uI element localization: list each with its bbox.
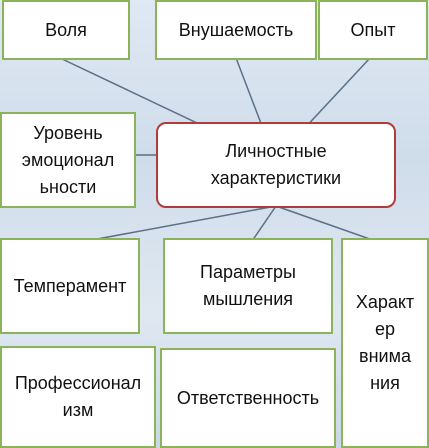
node-emotsionalnost: Уровень эмоционал ьности [0, 112, 136, 208]
node-label: Опыт [350, 19, 396, 40]
connector-line [249, 205, 277, 245]
node-professionalizm: Профессионал изм [0, 346, 156, 448]
connector-line [69, 205, 277, 245]
node-label: Ответственность [176, 387, 320, 408]
center-label: Личностные характеристики [210, 141, 342, 188]
node-temperament: Темперамент [0, 238, 140, 334]
node-label: Характ ер внима ния [355, 292, 415, 393]
node-parametry-myshleniya: Параметры мышления [163, 238, 333, 334]
node-label: Темперамент [13, 275, 127, 296]
node-label: Уровень эмоционал ьности [21, 122, 115, 197]
node-label: Воля [45, 19, 87, 40]
node-lichnostnye-harakteristiki: Личностные характеристики [156, 122, 396, 208]
node-label: Профессионал изм [14, 373, 142, 420]
node-vnushaemost: Внушаемость [155, 0, 317, 60]
connector-line [275, 205, 385, 245]
node-otvetstvennost: Ответственность [160, 348, 336, 448]
node-volya: Воля [2, 0, 130, 60]
node-label: Параметры мышления [200, 262, 296, 309]
node-opyt: Опыт [318, 0, 428, 60]
node-harakter-vnimaniya: Характ ер внима ния [341, 238, 429, 448]
node-label: Внушаемость [178, 19, 294, 40]
